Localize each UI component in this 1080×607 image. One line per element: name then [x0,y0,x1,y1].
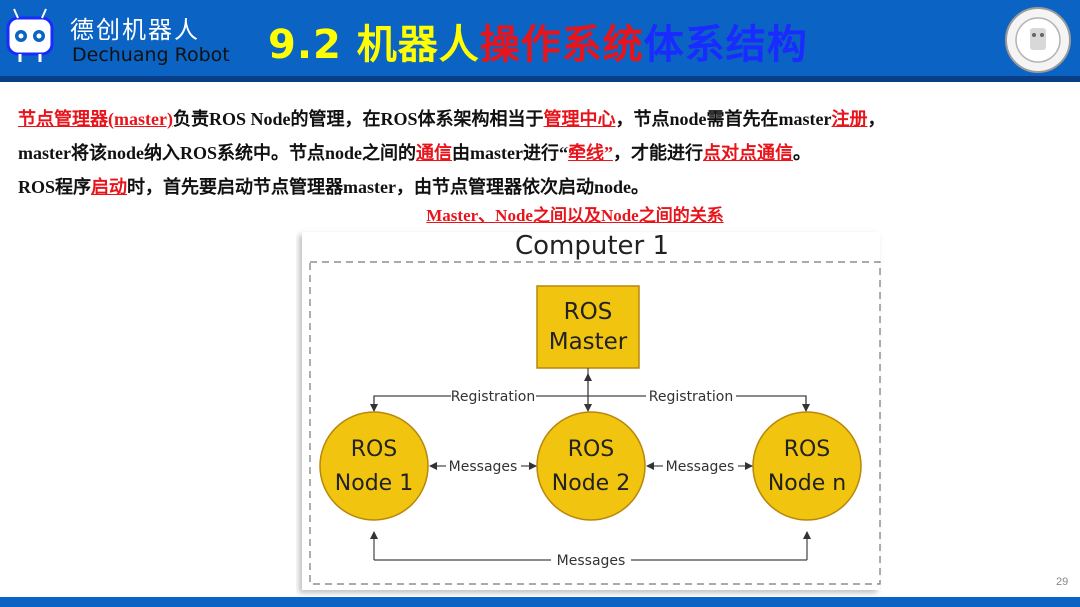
computer-boundary [309,261,881,585]
text-span: ROS程序 [18,177,92,197]
highlight-p2p: 点对点通信 [703,143,793,163]
text-span: 负责ROS Node的管理，在ROS体系架构相当于 [172,109,544,129]
registration-right-label: Registration [649,389,733,405]
header-bar: 德创机器人 Dechuang Robot 9.2 机器人操作系统体系结构 [0,0,1080,82]
header-stripe [0,76,1080,82]
text-span: 由master进行“ [452,143,568,163]
robot-logo-icon [6,8,54,62]
node2-label-line1: ROS [568,437,615,462]
highlight-management-center: 管理中心 [543,109,616,129]
description-paragraph: 节点管理器(master)负责ROS Node的管理，在ROS体系架构相当于管理… [18,102,1068,204]
master-label-line1: ROS [564,299,613,325]
messages-right-label: Messages [666,459,735,475]
footer-bar [0,597,1080,607]
diagram-caption: Master、Node之间以及Node之间的关系 [426,206,724,225]
text-span: master将该node纳入ROS系统中。节点node之间的 [18,143,417,163]
highlight-master: 节点管理器(master) [18,109,173,129]
highlight-matchmaking: 牵线” [568,143,613,163]
node2-label-line2: Node 2 [552,471,630,496]
noden-label-line2: Node n [768,471,846,496]
paragraph-line-3: ROS程序启动时，首先要启动节点管理器master，由节点管理器依次启动node… [18,170,1068,204]
page-number: 29 [1056,576,1069,588]
ros-node-2 [536,411,646,521]
node1-label-line1: ROS [351,437,398,462]
registration-left-label: Registration [451,389,535,405]
brand-name-en: Dechuang Robot [72,44,230,66]
paragraph-line-1: 节点管理器(master)负责ROS Node的管理，在ROS体系架构相当于管理… [18,102,1068,136]
ros-master-box [536,285,640,369]
school-seal-icon [1005,7,1071,73]
ros-architecture-diagram: Computer 1 ROS Master Registration Regis… [302,231,881,590]
messages-left-label: Messages [449,459,518,475]
title-part-number: 9.2 机器人 [268,22,480,68]
node1-label-line2: Node 1 [335,471,413,496]
text-span: 。 [793,143,811,163]
highlight-register: 注册 [831,109,868,129]
highlight-startup: 启动 [91,177,128,197]
text-span: ，节点node需首先在master [615,109,832,129]
title-part-os: 操作系统 [479,22,644,68]
master-label-line2: Master [549,329,628,355]
highlight-communication: 通信 [416,143,453,163]
paragraph-line-2: master将该node纳入ROS系统中。节点node之间的通信由master进… [18,136,1068,170]
text-span: ，才能进行 [613,143,703,163]
title-part-arch: 体系结构 [643,22,808,68]
brand-name-cn: 德创机器人 [70,16,200,44]
computer-label: Computer 1 [515,231,669,261]
text-span: ， [867,109,886,129]
text-span: 时，首先要启动节点管理器master，由节点管理器依次启动node。 [127,177,649,197]
ros-node-1 [319,411,429,521]
page-title: 9.2 机器人操作系统体系结构 [268,12,808,70]
noden-label-line1: ROS [784,437,831,462]
messages-bottom-label: Messages [557,553,626,569]
ros-node-n [752,411,862,521]
